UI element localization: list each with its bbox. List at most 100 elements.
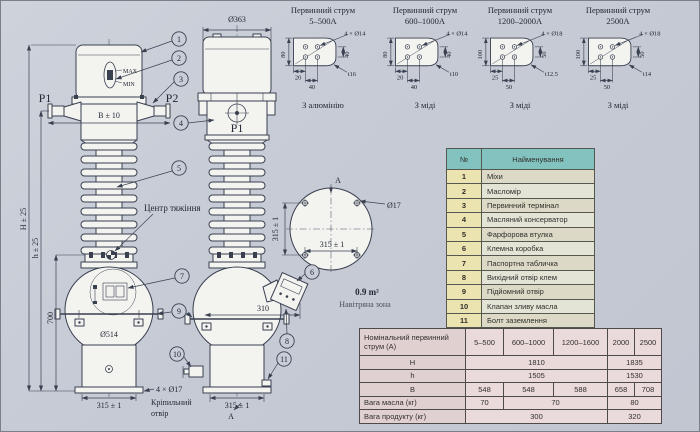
svg-text:80: 80: [280, 51, 287, 57]
spec-value: 1835: [607, 355, 662, 370]
callout-11: 11: [276, 351, 292, 367]
part-name: Масляний консерватор: [481, 212, 595, 228]
svg-text:40: 40: [309, 84, 315, 91]
part-name: Первинний термінал: [481, 197, 595, 214]
svg-text:11: 11: [280, 355, 288, 364]
callout-4: 4: [173, 115, 189, 131]
spec-value: 70: [503, 395, 608, 410]
terminal-panel-3: Первинний струм 1200–2000А 100 25 50 50 …: [472, 5, 568, 110]
part-name: Міхи: [481, 168, 595, 185]
spec-col: 600–1000: [503, 328, 554, 356]
spec-row-H: H 1810 1835: [359, 355, 662, 370]
spec-row-label: Вага масла (кг): [359, 395, 466, 410]
part-number: 4: [446, 212, 482, 228]
parts-col-no: №: [446, 148, 482, 170]
porcelain-insulator-side: [208, 142, 266, 256]
spec-value: 658: [607, 382, 635, 397]
panel-2-title-line2: 600–1000А: [404, 16, 446, 26]
panel-3-title: Первинний струм 1200–2000А: [472, 5, 568, 27]
svg-text:4 × Ø14: 4 × Ø14: [344, 30, 366, 37]
spec-value: 1505: [465, 368, 608, 383]
callout-3: 3: [173, 71, 189, 87]
spec-col: 1200–1600: [553, 328, 608, 356]
panel-4-title-line2: 2500А: [606, 16, 630, 26]
part-number: 9: [446, 284, 482, 300]
svg-text:t14: t14: [643, 71, 652, 78]
dim-box-offset: 310: [257, 304, 269, 313]
nameplate: [102, 282, 128, 301]
terminal-p2: [136, 101, 155, 122]
spec-row-h: h 1505 1530: [359, 368, 662, 383]
p1-terminal-mark: [225, 101, 249, 125]
mount-label-line2: отвір: [151, 409, 168, 418]
terminal-box: [270, 272, 309, 311]
min-mark: MIN: [123, 82, 135, 88]
terminal-panel-2: Первинний струм 600–1000А 80 20 40 40 t1…: [377, 5, 473, 110]
callout-6: 6: [304, 264, 320, 280]
callout-2: 2: [171, 50, 187, 66]
panel-4-material: З міді: [607, 99, 629, 110]
panel-1-title-line1: Первинний струм: [290, 5, 356, 15]
transformer-technical-drawing: MAX MIN P1 P2 B ± 10: [19, 15, 401, 421]
svg-text:20: 20: [397, 75, 403, 82]
parts-header-row: № Найменування: [446, 148, 595, 170]
part-name: Масломір: [481, 183, 595, 199]
svg-text:6: 6: [310, 268, 314, 277]
windage-area-value: 0.9 m²: [355, 287, 379, 297]
svg-text:3: 3: [179, 75, 183, 84]
svg-text:2: 2: [177, 54, 181, 63]
dim-head-diameter: Ø363: [228, 15, 246, 24]
dim-hole-diameter: Ø17: [387, 201, 401, 210]
spec-value: 1810: [465, 355, 608, 370]
panel-2-title-line1: Первинний струм: [392, 5, 458, 15]
dim-tank-diameter: Ø514: [100, 330, 118, 339]
svg-text:1: 1: [177, 35, 181, 44]
base-top-view: А Ø17 315 ± 1 315 ± 1 0.9 m² Навітряна з…: [271, 176, 401, 309]
panel-4-title-line1: Первинний струм: [585, 5, 651, 15]
porcelain-insulator: [80, 139, 138, 256]
svg-text:5: 5: [177, 164, 181, 173]
panel-3-title-line2: 1200–2000А: [497, 16, 543, 26]
panel-3-title-line1: Первинний струм: [487, 5, 553, 15]
terminal-p1: [63, 101, 82, 122]
spec-row-label: Вага продукту (кг): [359, 409, 466, 424]
terminal-pad-drawing-4: 100 25 50 50 t14 4 × Ø18: [575, 30, 660, 91]
svg-text:10: 10: [173, 350, 181, 359]
part-number: 7: [446, 255, 482, 271]
part-number: 8: [446, 269, 482, 286]
spec-header-row: Номінальний первинний струм (А) 5–500 60…: [359, 328, 662, 356]
callout-1: 1: [171, 31, 187, 47]
callout-8: 8: [279, 333, 295, 349]
p2-label: P2: [166, 91, 179, 105]
center-of-gravity-marker: [106, 250, 116, 260]
dim-b-label: B ± 10: [98, 111, 120, 120]
part-name: Фарфорова втулка: [481, 226, 595, 242]
part-number: 1: [446, 168, 482, 185]
panel-2-title: Первинний струм 600–1000А: [377, 5, 473, 27]
panel-3-material: З міді: [509, 99, 531, 110]
svg-text:100: 100: [477, 50, 484, 60]
spec-value: 708: [634, 382, 662, 397]
svg-text:25: 25: [492, 75, 498, 82]
svg-text:40: 40: [344, 51, 351, 57]
svg-text:50: 50: [639, 51, 646, 57]
side-view: Ø363 P1: [182, 15, 309, 421]
svg-text:40: 40: [446, 51, 453, 57]
svg-text:8: 8: [285, 337, 289, 346]
mount-label-line1: Кріпильний: [151, 398, 192, 407]
center-of-gravity-label: Центр тяжіння: [144, 203, 201, 213]
specification-table: Номінальний первинний струм (А) 5–500 60…: [359, 328, 662, 424]
mount-holes-label: 4 × Ø17: [156, 385, 182, 394]
svg-text:4 × Ø18: 4 × Ø18: [541, 30, 562, 37]
svg-text:80: 80: [382, 51, 389, 57]
svg-text:20: 20: [295, 75, 301, 82]
spec-row-mass: Вага продукту (кг) 300 320: [359, 409, 662, 424]
mount-holes: [301, 199, 361, 259]
windage-area-label: Навітряна зона: [339, 300, 391, 309]
